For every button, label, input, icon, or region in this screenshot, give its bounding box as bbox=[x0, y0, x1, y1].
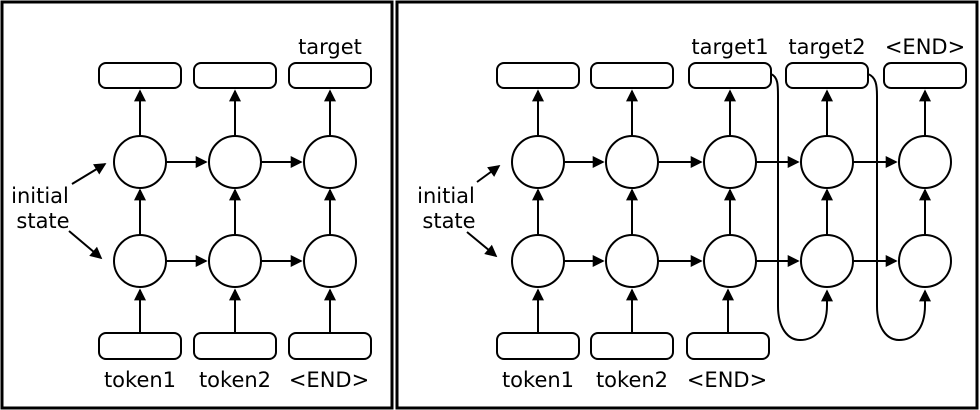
left-output-box-1 bbox=[98, 62, 182, 89]
right-initial-state-arrow-bottom bbox=[466, 231, 498, 258]
right-output-box-1 bbox=[496, 62, 580, 89]
left-input-label-3: <END> bbox=[289, 368, 369, 392]
right-rnn1-node-5 bbox=[898, 234, 952, 288]
left-output-box-3 bbox=[288, 62, 372, 89]
right-input-label-1: token1 bbox=[502, 368, 574, 392]
left-input-box-2 bbox=[193, 332, 277, 360]
left-input-label-2: token2 bbox=[199, 368, 271, 392]
right-rnn2-node-5 bbox=[898, 135, 952, 189]
right-input-label-2: token2 bbox=[596, 368, 668, 392]
right-rnn2-node-3 bbox=[703, 135, 757, 189]
right-initial-state-label-line1: initial bbox=[417, 184, 475, 208]
right-input-box-1 bbox=[496, 332, 580, 360]
right-output-box-3 bbox=[688, 62, 772, 89]
left-rnn2-node-2 bbox=[208, 135, 262, 189]
left-input-box-3 bbox=[288, 332, 372, 360]
right-input-label-3: <END> bbox=[687, 368, 767, 392]
left-rnn1-node-1 bbox=[113, 234, 167, 288]
right-output-label-2: target2 bbox=[788, 35, 865, 59]
left-rnn1-node-3 bbox=[303, 234, 357, 288]
right-input-box-3 bbox=[686, 332, 770, 360]
left-initial-state-arrow-top bbox=[71, 163, 107, 185]
right-rnn1-node-4 bbox=[800, 234, 854, 288]
right-initial-state-label-line2: state bbox=[422, 209, 475, 233]
left-initial-state-label-line2: state bbox=[16, 209, 69, 233]
left-panel: target token1 token2 <END> bbox=[0, 0, 394, 410]
right-output-box-5 bbox=[883, 62, 967, 89]
left-input-label-1: token1 bbox=[104, 368, 176, 392]
right-output-box-2 bbox=[590, 62, 674, 89]
left-initial-state-arrow-bottom bbox=[68, 230, 103, 260]
left-rnn1-node-2 bbox=[208, 234, 262, 288]
right-output-label-1: target1 bbox=[691, 35, 768, 59]
right-rnn2-node-2 bbox=[605, 135, 659, 189]
right-feedback-curve-2 bbox=[867, 73, 931, 342]
right-feedback-curve-1 bbox=[770, 73, 833, 342]
right-rnn1-node-2 bbox=[605, 234, 659, 288]
right-input-box-2 bbox=[590, 332, 674, 360]
right-initial-state-arrow-top bbox=[476, 165, 501, 183]
right-rnn2-node-4 bbox=[800, 135, 854, 189]
left-rnn2-node-1 bbox=[113, 135, 167, 189]
right-output-label-3: <END> bbox=[885, 35, 965, 59]
right-rnn1-node-1 bbox=[511, 234, 565, 288]
right-output-box-4 bbox=[785, 62, 869, 89]
right-rnn1-node-3 bbox=[703, 234, 757, 288]
right-rnn2-node-1 bbox=[511, 135, 565, 189]
left-rnn2-node-3 bbox=[303, 135, 357, 189]
right-panel: target1 target2 <END> token1 token2 <END… bbox=[395, 0, 979, 410]
left-output-box-2 bbox=[193, 62, 277, 89]
left-initial-state-label-line1: initial bbox=[11, 184, 69, 208]
left-input-box-1 bbox=[98, 332, 182, 360]
left-target-label: target bbox=[298, 35, 362, 59]
